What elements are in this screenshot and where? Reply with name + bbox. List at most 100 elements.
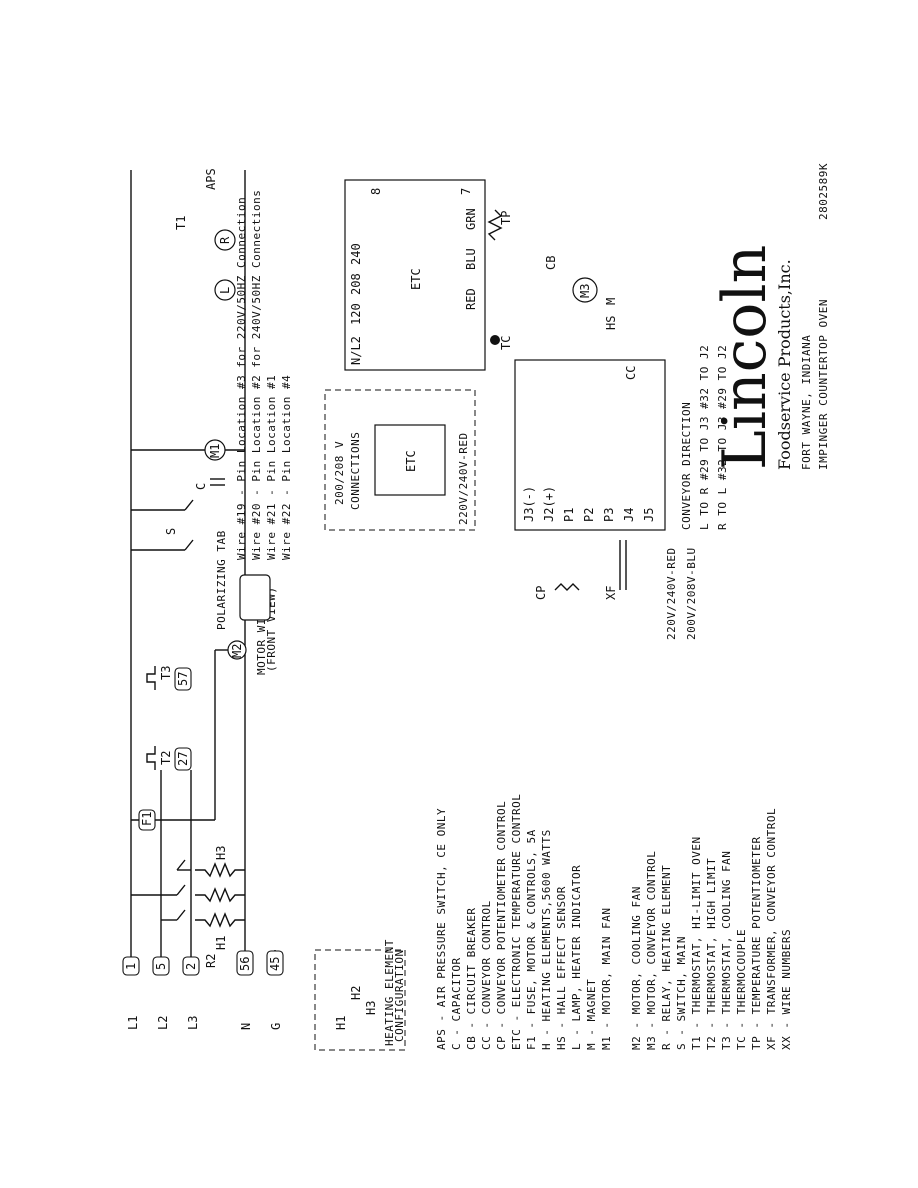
inset-208v: 200/208 V CONNECTIONS ETC 220V/240V-RED	[324, 389, 476, 531]
legend-tp: TP - TEMPERATURE POTENTIOMETER	[750, 836, 763, 1050]
legend-m: M - MAGNET	[585, 979, 598, 1050]
cc-pin-p2: P2	[582, 508, 596, 522]
r2-contact-a-blade	[176, 909, 186, 921]
brand-block: Lincoln Foodservice Products,Inc. FORT W…	[710, 163, 830, 470]
cooling-fan-m2: M2	[215, 640, 247, 660]
conveyor-pot-symbol	[554, 583, 580, 591]
wire-tag-45-ground	[266, 950, 284, 976]
heater-element-h1	[195, 912, 245, 928]
cc-board	[514, 359, 666, 531]
legend-right: M2 - MOTOR, COOLING FAN M3 - MOTOR, CONV…	[630, 808, 793, 1050]
cc-pin-p1: P1	[562, 508, 576, 522]
rail-tags: 1 5 2 56 45	[122, 950, 284, 976]
wire-tag-56-neutral	[236, 950, 254, 976]
etc-pin-7: 7	[459, 188, 473, 195]
heating-config-title: HEATING ELEMENT	[383, 939, 396, 1046]
conveyor-direction-r-to-l: R TO L #32 TO J3 #29 TO J2	[716, 345, 729, 530]
capacitor-label: C	[194, 483, 208, 490]
relay-coil-r	[214, 229, 236, 251]
config-h2: H2	[349, 986, 363, 1000]
switch-s-blade-a	[184, 539, 194, 551]
rotated-schematic: L1 L2 L3 N G 1 5 2 56 45 R2	[115, 130, 835, 1070]
power-rails	[130, 170, 276, 975]
etc-wire-grn: GRN	[464, 208, 478, 230]
wire-tag-2-text: 2	[184, 963, 198, 970]
motor-m3	[572, 277, 598, 303]
legend-s: S - SWITCH, MAIN	[675, 936, 688, 1050]
polarizing-tab-label: POLARIZING TAB	[215, 530, 228, 630]
motor-m2	[227, 640, 247, 660]
etc-pin-n: N/L2	[349, 336, 363, 365]
legend-t3: T3 - THERMOSTAT, COOLING FAN	[720, 851, 733, 1050]
heating-config-subtitle: CONFIGURATION	[393, 949, 406, 1042]
etc-pin-120: 120	[349, 303, 363, 325]
tap-200-208: 200V/208V-BLU	[685, 547, 698, 640]
tap-220-240: 220V/240V-RED	[665, 547, 678, 640]
supply-l3-label: L3	[186, 1016, 200, 1030]
inset-208v-subtitle: CONNECTIONS	[349, 432, 362, 510]
cc-label: CC	[624, 366, 638, 380]
etc-pin-208: 208	[349, 273, 363, 295]
etc-wire-red: RED	[464, 288, 478, 310]
switch-s-label: S	[164, 528, 178, 535]
wire-tag-5-text: 5	[154, 963, 168, 970]
legend-cc: CC - CONVEYOR CONTROL	[480, 900, 493, 1050]
heater-element-h3	[195, 862, 245, 878]
thermocouple-label: TC	[499, 336, 513, 350]
pin-note-1: Wire #19 - Pin Location #3 for 220V/50HZ…	[235, 197, 248, 560]
thermocouple-symbol	[490, 335, 500, 345]
cc-pin-j3: J3(-)	[522, 486, 536, 522]
heater-h1-label: H1	[214, 936, 228, 950]
wire-tag-56-text: 56	[238, 957, 252, 971]
legend-etc: ETC - ELECTRONIC TEMPERATURE CONTROL	[510, 794, 523, 1050]
inset-etc-label: ETC	[404, 450, 418, 472]
motor-wiring-plug: MOTOR WIRING (FRONT VIEW) POLARIZING TAB	[215, 530, 278, 675]
brand-logo: Lincoln	[710, 245, 780, 470]
legend-h: H - HEATING ELEMENTS,5600 WATTS	[540, 829, 553, 1050]
motor-m2-label: M2	[230, 644, 244, 658]
wire-tag-27	[174, 747, 192, 771]
motor-m3-label: M3	[578, 284, 592, 298]
etc-section: ETC N/L2 120 208 240 8 7 RED BLU GRN TC …	[344, 179, 513, 371]
inset-208v-tap: 220V/240V-RED	[457, 432, 470, 525]
heater-h3-label: H3	[214, 846, 228, 860]
motor-plug	[239, 574, 271, 621]
inset-etc-box	[374, 424, 446, 496]
thermostat-t2-symbol	[146, 746, 156, 770]
transformer-label: XF	[604, 586, 618, 600]
conveyor-direction-notes: CONVEYOR DIRECTION L TO R #29 TO J3 #32 …	[680, 345, 729, 530]
conveyor-control: CC J3(-) J2(+) P1 P2 P3 J4 J5 M3 HS M CB…	[514, 256, 666, 600]
etc-pin-8: 8	[369, 188, 383, 195]
legend-left: APS - AIR PRESSURE SWITCH, CE ONLY C - C…	[435, 794, 613, 1050]
brand-company: Foodservice Products,Inc.	[775, 259, 794, 470]
cc-pin-j2: J2(+)	[542, 486, 556, 522]
etc-wire-blu: BLU	[464, 248, 478, 270]
legend-cb: CB - CIRCUIT BREAKER	[465, 908, 478, 1050]
relay-r-label: R	[218, 236, 232, 244]
schematic-svg: L1 L2 L3 N G 1 5 2 56 45 R2	[122, 163, 830, 1051]
legend-aps: APS - AIR PRESSURE SWITCH, CE ONLY	[435, 808, 448, 1050]
legend-t2: T2 - THERMOSTAT, HIGH LIMIT	[705, 858, 718, 1050]
supply-l1-label: L1	[126, 1016, 140, 1030]
pin-location-notes: Wire #19 - Pin Location #3 for 220V/50HZ…	[235, 190, 293, 560]
legend-l: L - LAMP, HEATER INDICATOR	[570, 865, 583, 1050]
wire-tag-57	[174, 667, 192, 691]
control-circuit: F1 T2 T3 27 57	[131, 650, 216, 831]
heater-element-h2	[195, 887, 245, 903]
legend-m1: M1 - MOTOR, MAIN FAN	[600, 908, 613, 1050]
temp-pot-symbol	[487, 209, 503, 241]
thermostat-t1-label: T1	[174, 216, 188, 230]
inset-208v-title: 200/208 V	[333, 441, 346, 505]
heating-elements: R2 H1 H3	[131, 846, 245, 968]
config-h1: H1	[334, 1016, 348, 1030]
wire-tag-1-text: 1	[124, 963, 138, 970]
brand-city: FORT WAYNE, INDIANA	[800, 335, 813, 470]
aps-label: APS	[204, 168, 218, 190]
thermostat-t3-symbol	[146, 666, 156, 690]
wire-tag-5	[152, 956, 170, 976]
conveyor-direction-title: CONVEYOR DIRECTION	[680, 402, 693, 530]
legend-m3: M3 - MOTOR, CONVEYOR CONTROL	[645, 851, 658, 1050]
heating-config: HEATING ELEMENT CONFIGURATION H1 H2 H3	[314, 939, 406, 1051]
